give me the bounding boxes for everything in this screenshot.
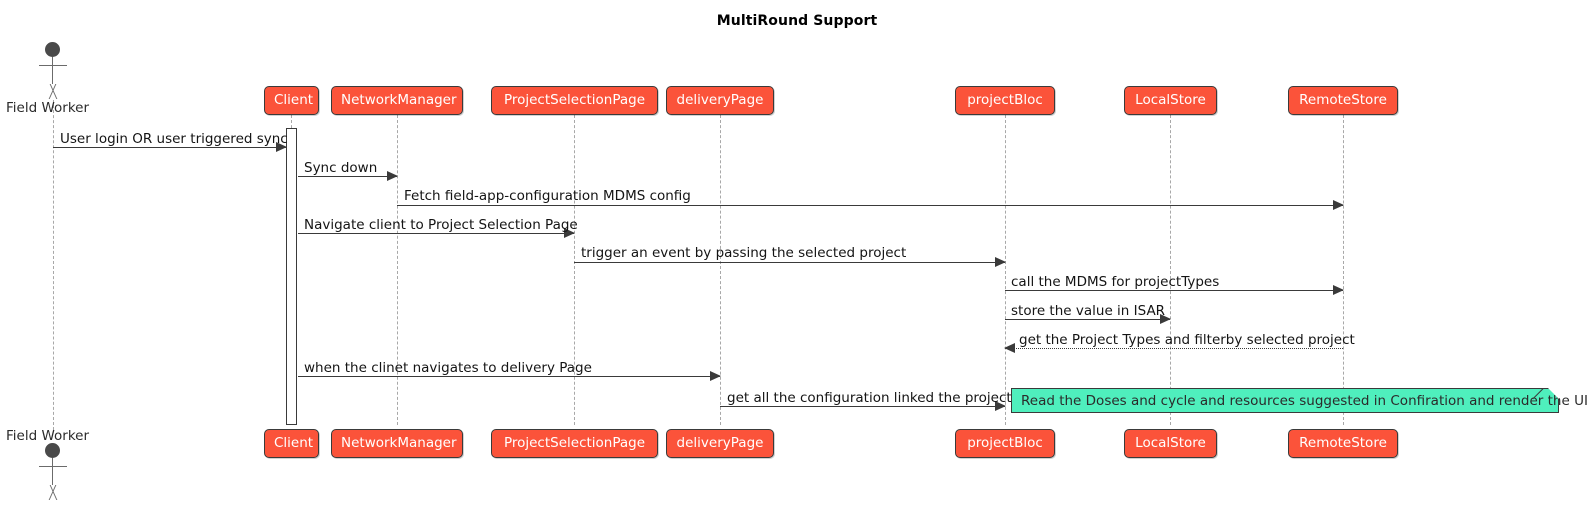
message-label-8: get the Project Types and filterby selec… xyxy=(1019,332,1355,348)
message-line xyxy=(1005,290,1343,291)
message-label-10: get all the configuration linked the pro… xyxy=(727,390,1012,406)
arrowhead-right-icon xyxy=(564,228,575,238)
participant-localstore-bottom[interactable]: LocalStore xyxy=(1124,429,1217,458)
message-label-9: when the clinet navigates to delivery Pa… xyxy=(304,360,592,376)
message-line xyxy=(298,176,397,177)
note-box[interactable]: Read the Doses and cycle and resources s… xyxy=(1011,388,1588,413)
actor-body-icon xyxy=(52,458,53,485)
message-label-7: store the value in ISAR xyxy=(1011,303,1166,319)
arrowhead-right-icon xyxy=(995,401,1006,411)
message-line xyxy=(720,406,1005,407)
arrowhead-right-icon xyxy=(276,142,287,152)
participant-deliverypage-bottom[interactable]: deliveryPage xyxy=(666,429,774,458)
lifeline-deliverypage xyxy=(720,115,721,425)
message-line xyxy=(574,262,1005,263)
arrowhead-right-icon xyxy=(1333,285,1344,295)
message-label-1: User login OR user triggered sync xyxy=(60,131,288,147)
participant-projectbloc-bottom[interactable]: projectBloc xyxy=(955,429,1055,458)
participant-projectbloc-top[interactable]: projectBloc xyxy=(955,86,1055,115)
note-text: Read the Doses and cycle and resources s… xyxy=(1021,393,1588,409)
actor-arms-icon xyxy=(39,466,67,467)
arrowhead-right-icon xyxy=(387,171,398,181)
lifeline-localstore xyxy=(1170,115,1171,425)
message-line xyxy=(1005,348,1343,349)
lifeline-projectselectionpage xyxy=(574,115,575,425)
lifeline-remotestore xyxy=(1343,115,1344,425)
arrowhead-right-icon xyxy=(1160,314,1171,324)
arrowhead-left-icon xyxy=(1004,343,1015,353)
actor-field-worker-top xyxy=(33,42,73,99)
actor-head-icon xyxy=(45,42,60,57)
actor-label-bottom: Field Worker xyxy=(6,428,90,444)
actor-label-top: Field Worker xyxy=(6,100,90,116)
participant-projectselectionpage-bottom[interactable]: ProjectSelectionPage xyxy=(491,429,658,458)
message-label-6: call the MDMS for projectTypes xyxy=(1011,274,1220,290)
actor-arms-icon xyxy=(39,65,67,66)
message-line xyxy=(397,205,1343,206)
participant-localstore-top[interactable]: LocalStore xyxy=(1124,86,1217,115)
lifeline-field-worker-top xyxy=(53,100,54,430)
participant-deliverypage-top[interactable]: deliveryPage xyxy=(666,86,774,115)
message-label-3: Fetch field-app-configuration MDMS confi… xyxy=(404,188,691,204)
participant-remotestore-top[interactable]: RemoteStore xyxy=(1288,86,1398,115)
participant-remotestore-bottom[interactable]: RemoteStore xyxy=(1288,429,1398,458)
activation-bar-client xyxy=(286,128,297,425)
actor-body-icon xyxy=(52,57,53,84)
message-label-5: trigger an event by passing the selected… xyxy=(581,245,907,261)
participant-client-top[interactable]: Client xyxy=(264,86,319,115)
message-label-2: Sync down xyxy=(304,160,378,176)
arrowhead-right-icon xyxy=(995,257,1006,267)
message-label-4: Navigate client to Project Selection Pag… xyxy=(304,217,578,233)
participant-networkmanager-bottom[interactable]: NetworkManager xyxy=(331,429,463,458)
lifeline-projectbloc xyxy=(1005,115,1006,425)
participant-networkmanager-top[interactable]: NetworkManager xyxy=(331,86,463,115)
page-title: MultiRound Support xyxy=(716,13,878,29)
actor-head-icon xyxy=(45,443,60,458)
participant-client-bottom[interactable]: Client xyxy=(264,429,319,458)
participant-projectselectionpage-top[interactable]: ProjectSelectionPage xyxy=(491,86,658,115)
message-line xyxy=(298,376,720,377)
message-line xyxy=(53,147,286,148)
arrowhead-right-icon xyxy=(1333,200,1344,210)
lifeline-networkmanager xyxy=(397,115,398,425)
arrowhead-right-icon xyxy=(710,371,721,381)
actor-field-worker-bottom xyxy=(33,443,73,500)
message-line xyxy=(298,233,574,234)
note-fold-corner-icon xyxy=(1548,388,1559,399)
message-line xyxy=(1005,319,1170,320)
